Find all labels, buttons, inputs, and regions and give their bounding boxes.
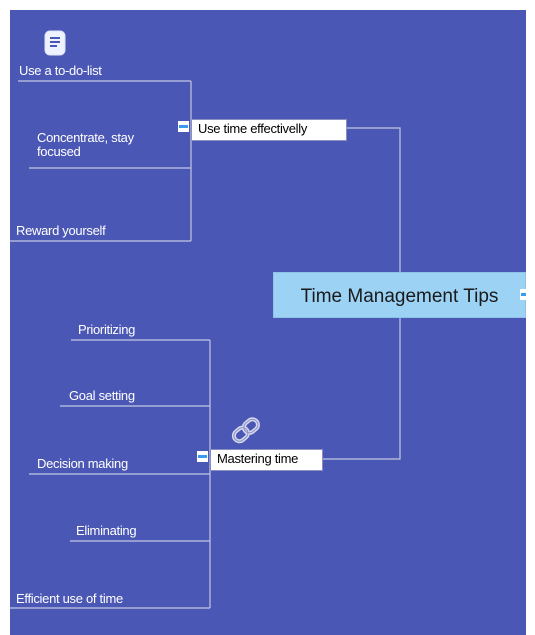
subtopic-goal-setting[interactable]: Goal setting bbox=[69, 388, 135, 403]
connector-central-topic2 bbox=[323, 318, 401, 460]
subtopic-reward-yourself[interactable]: Reward yourself bbox=[16, 223, 106, 238]
subtopic-efficient-use[interactable]: Efficient use of time bbox=[16, 591, 123, 606]
subtopic-decision-making[interactable]: Decision making bbox=[37, 456, 128, 471]
document-note-icon[interactable] bbox=[43, 30, 69, 63]
central-topic[interactable]: Time Management Tips bbox=[273, 272, 526, 318]
subtopic-eliminating[interactable]: Eliminating bbox=[76, 523, 137, 538]
subtopic-concentrate[interactable]: Concentrate, stay focused bbox=[37, 130, 134, 159]
topic-mastering-time[interactable]: Mastering time bbox=[210, 449, 323, 471]
collapse-topic2-toggle[interactable] bbox=[197, 451, 208, 462]
mind-map-canvas: Use a to-do-list Concentrate, stay focus… bbox=[10, 10, 526, 635]
link-icon[interactable] bbox=[230, 416, 264, 449]
connector-central-topic1 bbox=[347, 127, 401, 272]
connector-lines bbox=[10, 80, 401, 609]
collapse-topic1-toggle[interactable] bbox=[178, 121, 189, 132]
topic-use-time-effectively[interactable]: Use time effectivelly bbox=[191, 119, 347, 141]
subtopic-prioritizing[interactable]: Prioritizing bbox=[78, 322, 136, 337]
subtopic-use-todo-list[interactable]: Use a to-do-list bbox=[19, 63, 102, 78]
collapse-central-toggle[interactable] bbox=[520, 289, 526, 300]
